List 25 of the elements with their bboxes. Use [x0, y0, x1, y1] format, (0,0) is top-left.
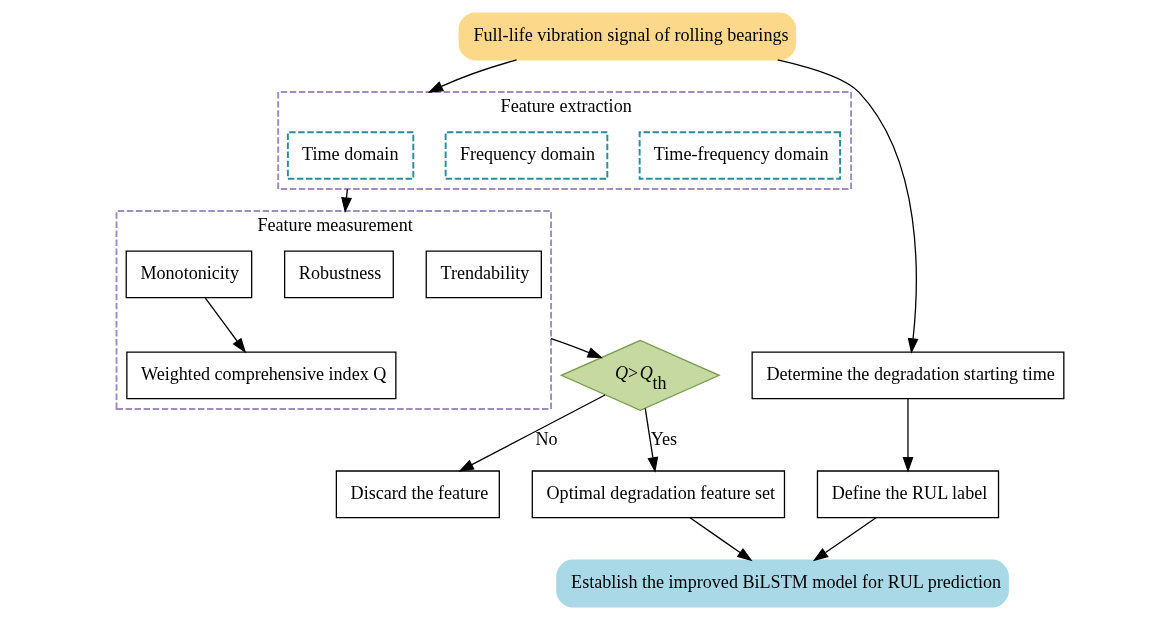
node-box: Frequency domain: [444, 131, 609, 180]
node-box: Monotonicity: [125, 250, 253, 299]
arrow: [902, 398, 914, 473]
arrow: [341, 188, 352, 213]
arrow: [812, 517, 877, 562]
node-box: Determine the degradation starting time: [751, 351, 1065, 400]
node-box: Time-frequency domain: [638, 131, 842, 180]
node-box: Optimal degradation feature set: [531, 470, 786, 519]
arrow: [458, 394, 606, 472]
arrow: [777, 59, 919, 354]
arrow: [550, 337, 604, 359]
edge-label: No: [535, 429, 558, 450]
node-box: Weighted comprehensive index Q: [126, 351, 397, 400]
node-box: Full-life vibration signal of rolling bearings: [458, 12, 797, 61]
node-box: Discard the feature: [335, 470, 500, 519]
arrow: [644, 407, 659, 473]
node-box: Time domain: [286, 131, 415, 180]
arrow: [427, 59, 518, 93]
node-box: Trendability: [425, 250, 542, 299]
edge-label: Yes: [650, 429, 677, 450]
node-box: Define the RUL label: [816, 470, 1000, 519]
arrow: [204, 297, 247, 354]
node-box: Robustness: [284, 250, 394, 299]
arrow: [689, 517, 753, 562]
node-box: Establish the improved BiLSTM model for RUL prediction: [556, 559, 1009, 608]
